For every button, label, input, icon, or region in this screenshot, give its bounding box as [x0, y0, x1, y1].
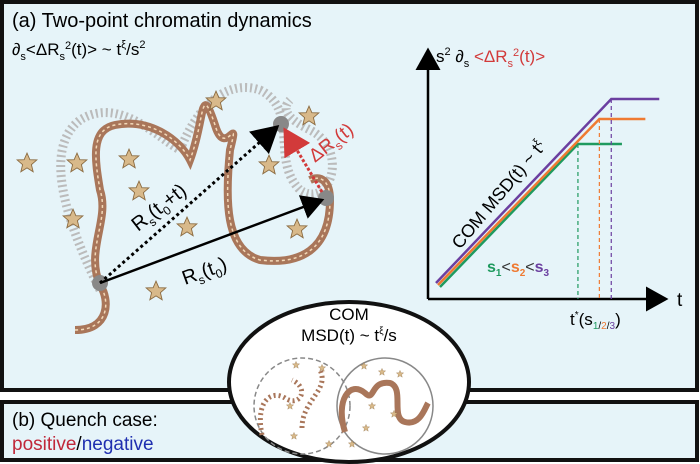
- polymer-chain: [74, 101, 335, 334]
- y-axis-label: s2 ∂s <ΔRs2(t)>: [436, 46, 545, 70]
- inset-ghost-polymer: [258, 368, 325, 436]
- current-com-region: [336, 357, 434, 455]
- inset-line2: MSD(t) ~ tξ/s: [301, 326, 397, 345]
- panel-a-equation: ∂s<ΔRs2(t)> ~ tξ/s2: [12, 39, 145, 63]
- ghost-polymer: [56, 83, 337, 293]
- monomer-initial: [318, 190, 334, 206]
- monomer-later: [273, 116, 289, 132]
- initial-com-region: [253, 357, 351, 455]
- com-inset: COM MSD(t) ~ tξ/s: [227, 300, 471, 464]
- series-layer: [435, 97, 660, 299]
- inset-polymer: [338, 379, 431, 433]
- vector-delta-r: [283, 127, 324, 193]
- panel-a-title: (a) Two-point chromatin dynamics: [12, 10, 312, 32]
- x-axis-label: t: [677, 290, 683, 311]
- tstar-label: t*(s1/2/3): [570, 310, 621, 332]
- panel-b-title: (b) Quench case:: [12, 410, 158, 431]
- series-legend: s1<s2<s3: [487, 259, 550, 279]
- vector-r-initial: [99, 195, 325, 285]
- panel-b-subtitle: positive/negative: [12, 434, 154, 455]
- inset-line1: COM: [329, 305, 369, 324]
